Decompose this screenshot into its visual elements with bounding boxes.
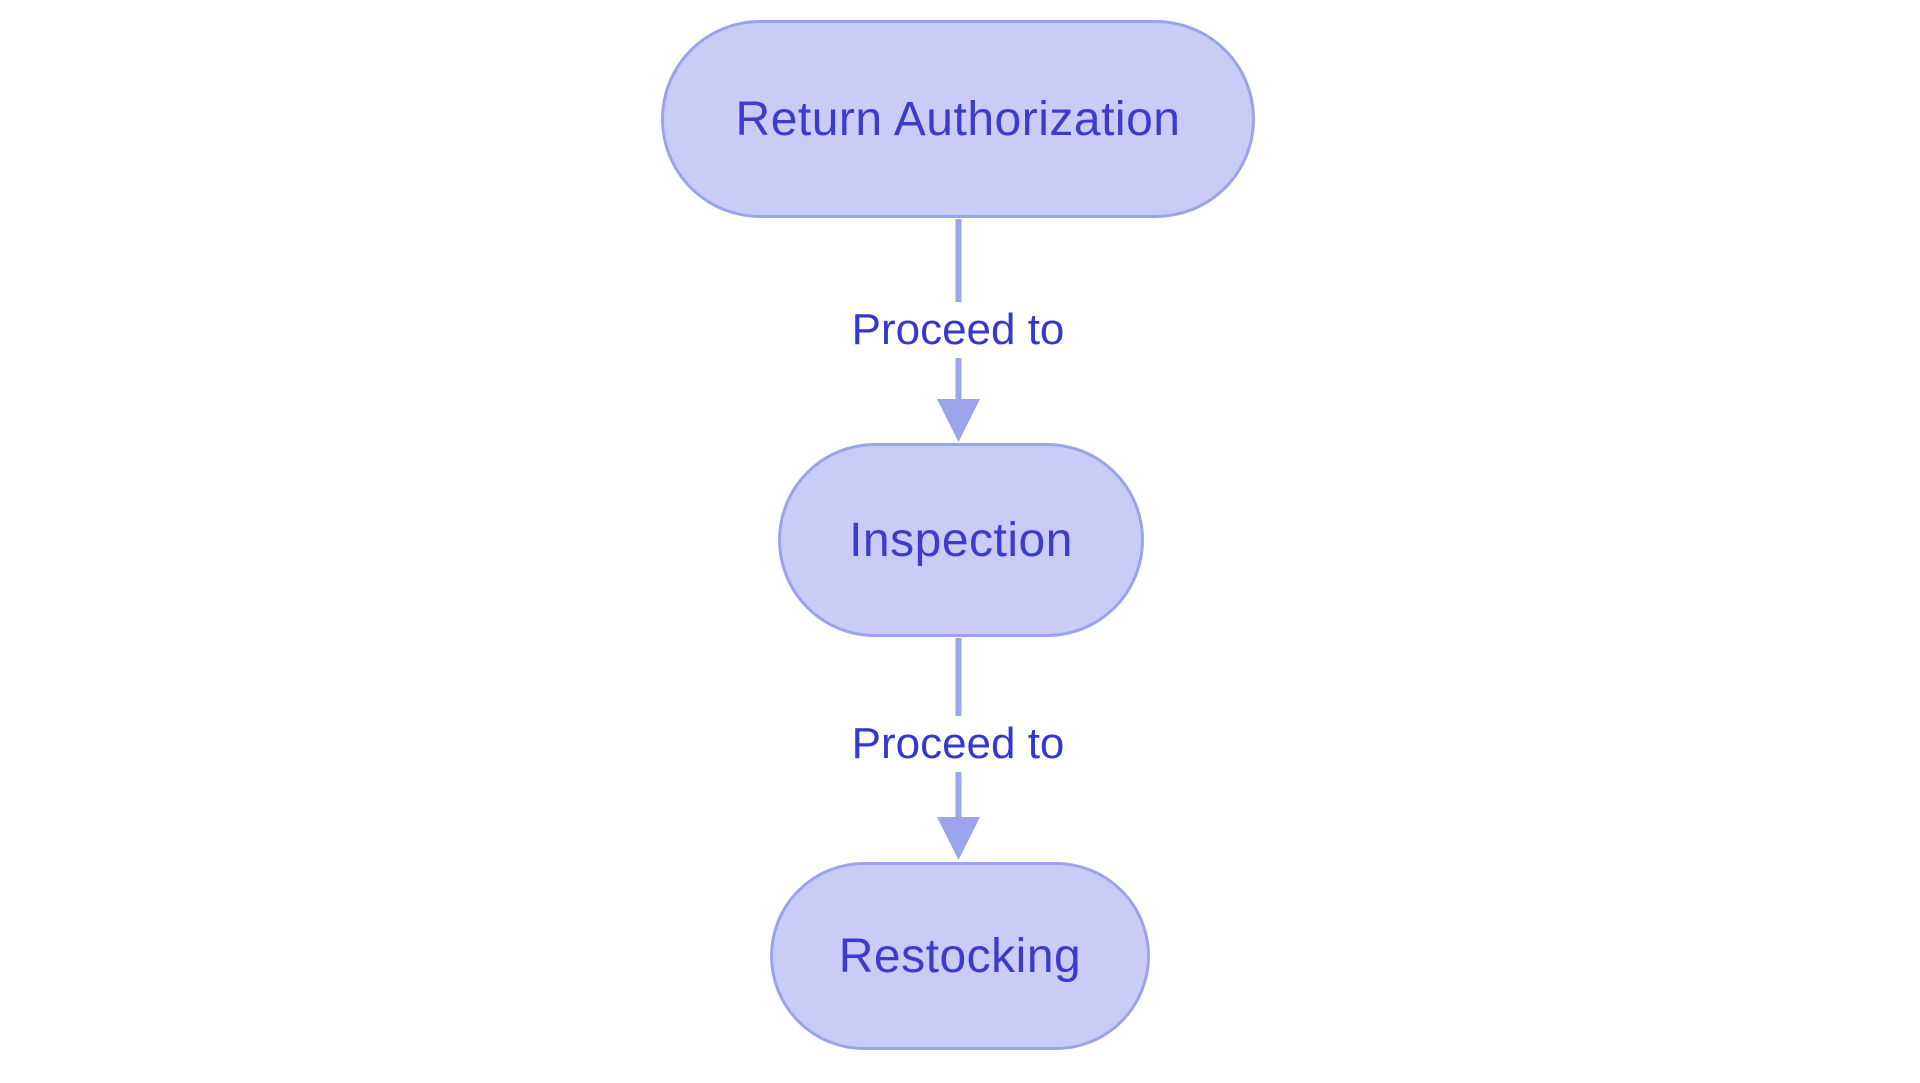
arrowhead-down-icon — [937, 399, 980, 442]
arrowhead-down-icon — [937, 817, 980, 860]
node-label: Restocking — [838, 929, 1082, 983]
node-restocking: Restocking — [770, 862, 1150, 1050]
node-return-authorization: Return Authorization — [661, 20, 1255, 218]
edge-label-proceed-to-1: Proceed to — [843, 305, 1073, 355]
node-label: Inspection — [849, 513, 1073, 567]
node-label: Return Authorization — [735, 92, 1181, 146]
edge-label-proceed-to-2: Proceed to — [843, 719, 1073, 769]
node-inspection: Inspection — [778, 443, 1144, 637]
